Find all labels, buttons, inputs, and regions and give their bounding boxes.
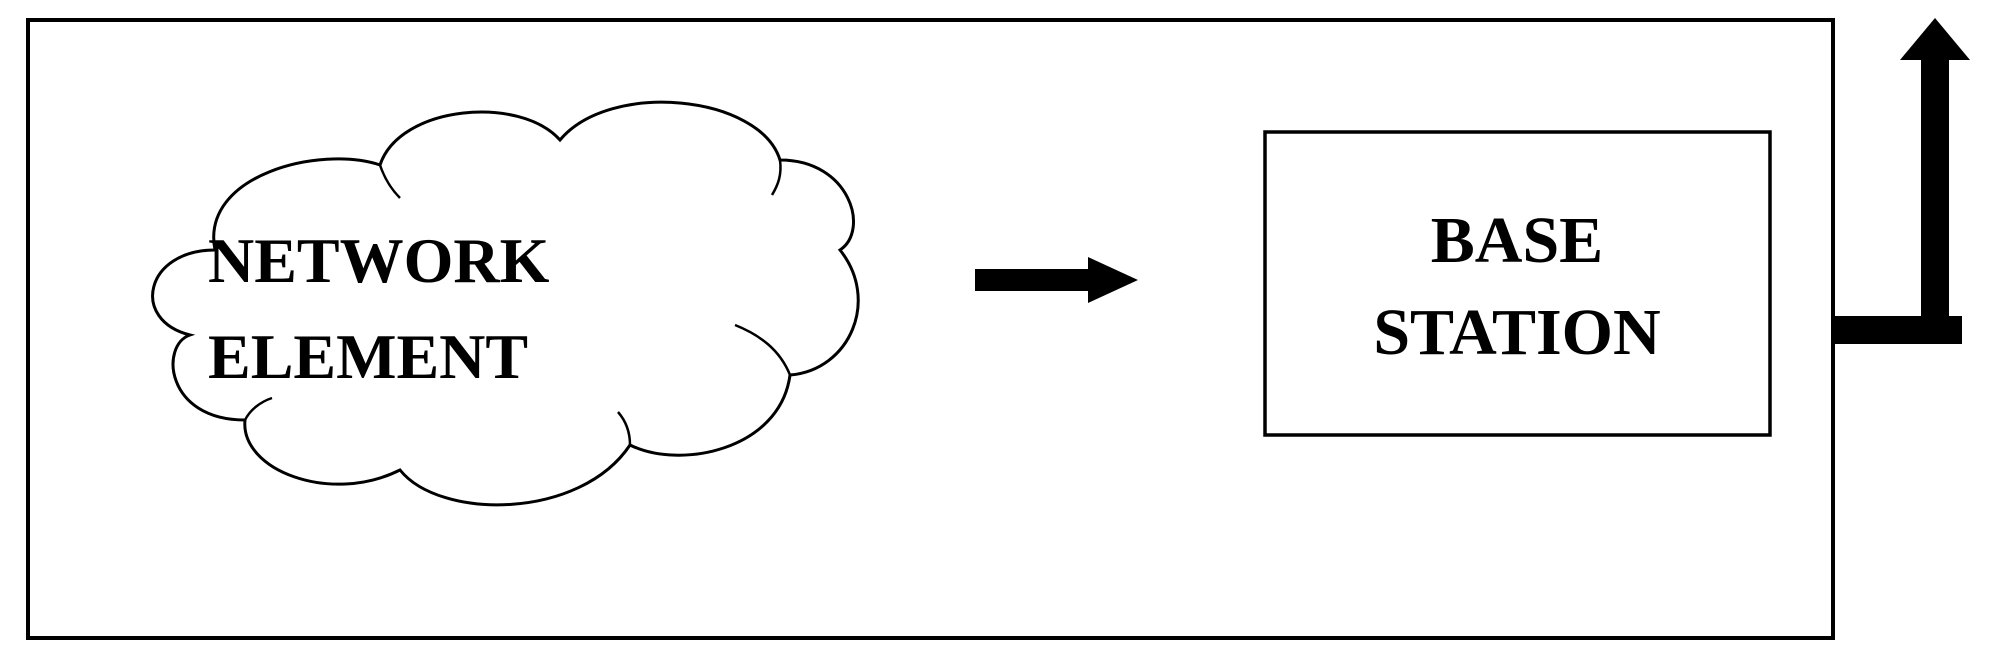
cloud-label-line1: NETWORK (208, 225, 550, 296)
arrow-cloud-to-base-station (975, 257, 1138, 303)
arrow-shaft (975, 269, 1090, 291)
elbow-arrow-head (1900, 18, 1970, 60)
cloud-inner-bump (770, 159, 782, 196)
cloud-inner-bump (378, 164, 401, 199)
cloud-label-line2: ELEMENT (208, 321, 528, 392)
base-station-frame (1263, 130, 1772, 437)
cloud-outline (151, 100, 860, 507)
cloud-inner-bump (617, 411, 632, 446)
base-station-label-line1: BASE (1431, 204, 1603, 277)
uplink-elbow-arrow (1835, 18, 1970, 344)
cloud-inner-bump (734, 323, 792, 376)
network-element-cloud: NETWORK ELEMENT (151, 100, 860, 507)
base-station-label-line2: STATION (1373, 296, 1660, 369)
arrow-head (1088, 257, 1138, 303)
outer-frame (26, 18, 1835, 640)
base-station-box: BASE STATION (1263, 130, 1772, 437)
elbow-vertical (1921, 58, 1949, 344)
cloud-inner-bump (243, 396, 273, 421)
